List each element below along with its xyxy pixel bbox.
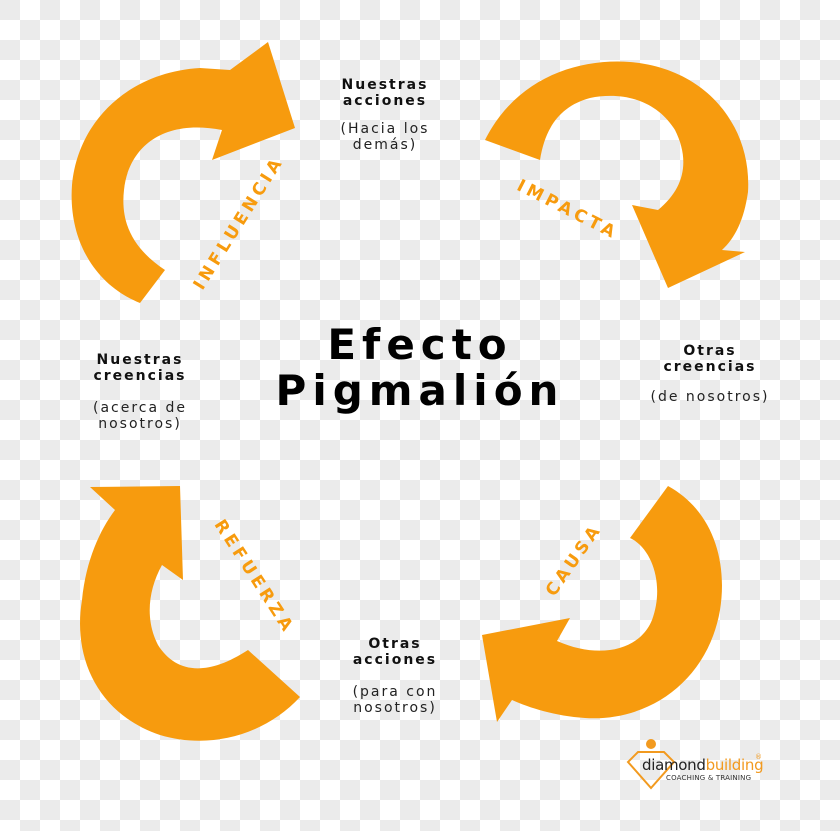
- page-title: Efecto Pigmalión: [250, 322, 590, 414]
- node-nuestras-creencias: Nuestras creencias (acerca de nosotros): [65, 352, 215, 432]
- arrow-refuerza: [80, 486, 301, 741]
- node-heading: Nuestras: [341, 77, 429, 93]
- node-subtext: (para con: [352, 684, 438, 700]
- node-heading: acciones: [352, 652, 438, 668]
- diamond-person-icon: [626, 739, 676, 790]
- node-subtext: (acerca de: [92, 400, 188, 416]
- brand-logo: diamondbuilding ® COACHING & TRAINING: [618, 738, 768, 790]
- node-subtext: nosotros): [353, 700, 437, 716]
- node-heading: creencias: [663, 359, 757, 375]
- node-heading: acciones: [342, 93, 428, 109]
- node-heading: Otras: [683, 343, 737, 359]
- node-nuestras-acciones: Nuestras acciones (Hacia los demás): [315, 77, 455, 153]
- node-heading: Nuestras: [96, 352, 184, 368]
- node-subtext: demás): [352, 137, 418, 153]
- node-subtext: (de nosotros): [650, 389, 770, 405]
- arrow-causa: [482, 486, 722, 722]
- arrow-impacta: [485, 61, 749, 288]
- node-subtext: (Hacia los: [340, 121, 430, 137]
- arrow-influencia: [71, 42, 295, 303]
- node-subtext: nosotros): [98, 416, 182, 432]
- registered-mark: ®: [755, 753, 762, 761]
- node-otras-acciones: Otras acciones (para con nosotros): [325, 636, 465, 716]
- node-heading: Otras: [368, 636, 422, 652]
- title-line-2: Pigmalión: [275, 366, 565, 415]
- logo-tagline: COACHING & TRAINING: [666, 774, 752, 782]
- node-heading: creencias: [93, 368, 187, 384]
- logo-wordmark: diamondbuilding: [642, 756, 764, 774]
- title-line-1: Efecto: [327, 320, 513, 369]
- node-otras-creencias: Otras creencias (de nosotros): [625, 343, 795, 405]
